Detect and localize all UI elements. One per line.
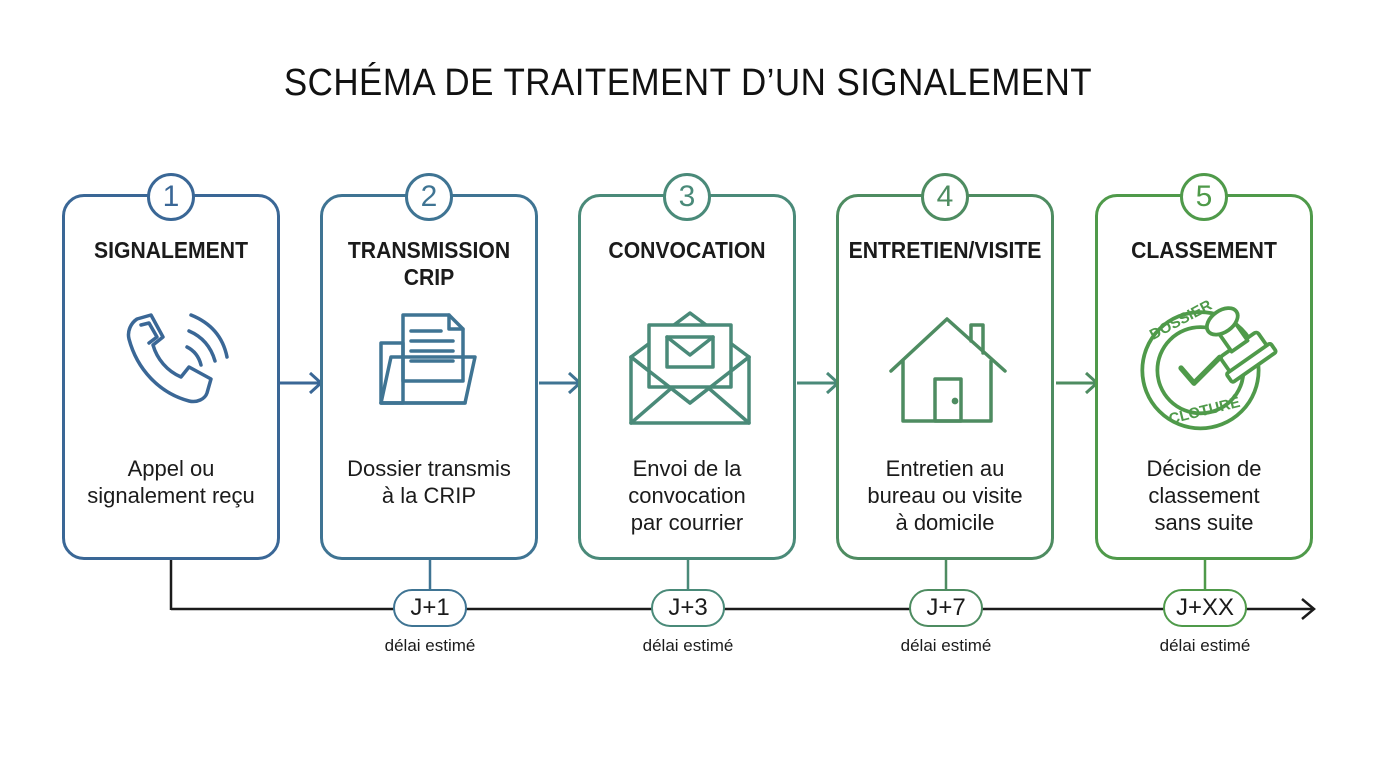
step-card-classement: 5 CLASSEMENT DOSSIER CLOTURÉ Décision de…	[1095, 173, 1313, 560]
step-number-badge: 5	[1180, 173, 1228, 221]
step-title: SIGNALEMENT	[93, 237, 248, 263]
delay-caption: délai estimé	[1159, 636, 1251, 655]
arrow-3-4	[797, 371, 841, 395]
step-description: Décision de classement sans suite	[1146, 456, 1262, 535]
step-card-transmission-crip: 2 TRANSMISSION CRIP Dossier transmis à l…	[320, 173, 538, 560]
step-description: Appel ou signalement reçu	[87, 456, 255, 508]
step-number-badge: 4	[921, 173, 969, 221]
delay-pill-jxx: J+XX	[1163, 589, 1247, 627]
step-card-signalement: 1 SIGNALEMENT Appel ou signalement reçu	[62, 173, 280, 560]
stamp-icon: DOSSIER CLOTURÉ	[1140, 297, 1278, 431]
step-card-entretien-visite: 4 ENTRETIEN/VISITE Entretien au bureau o…	[836, 173, 1054, 560]
stamp-text-bottom: CLOTURÉ	[1167, 394, 1242, 428]
envelope-icon	[629, 311, 751, 425]
page-title: SCHÉMA DE TRAITEMENT D’UN SIGNALEMENT	[283, 62, 1093, 104]
step-number-badge: 3	[663, 173, 711, 221]
delay-caption: délai estimé	[900, 636, 992, 655]
arrow-2-3	[539, 371, 583, 395]
step-title: TRANSMISSION CRIP	[347, 237, 511, 290]
delay-caption: délai estimé	[642, 636, 734, 655]
folder-icon	[379, 313, 477, 405]
step-title: CONVOCATION	[608, 237, 766, 263]
step-card-convocation: 3 CONVOCATION Envoi de la convocation pa…	[578, 173, 796, 560]
step-title: CLASSEMENT	[1131, 237, 1277, 263]
step-number-badge: 2	[405, 173, 453, 221]
step-description: Dossier transmis à la CRIP	[347, 456, 511, 508]
delay-pill-j3: J+3	[651, 589, 725, 627]
step-description: Envoi de la convocation par courrier	[628, 456, 746, 535]
step-number-badge: 1	[147, 173, 195, 221]
phone-icon	[126, 313, 229, 404]
step-description: Entretien au bureau ou visite à domicile	[867, 456, 1023, 535]
delay-pill-j1: J+1	[393, 589, 467, 627]
stamp-text-top: DOSSIER	[1147, 297, 1215, 344]
house-icon	[889, 317, 1007, 423]
delay-pill-j7: J+7	[909, 589, 983, 627]
arrow-1-2	[280, 371, 324, 395]
delay-caption: délai estimé	[384, 636, 476, 655]
arrow-4-5	[1056, 371, 1100, 395]
step-title: ENTRETIEN/VISITE	[848, 237, 1042, 263]
timeline-arrowhead	[1301, 598, 1316, 620]
